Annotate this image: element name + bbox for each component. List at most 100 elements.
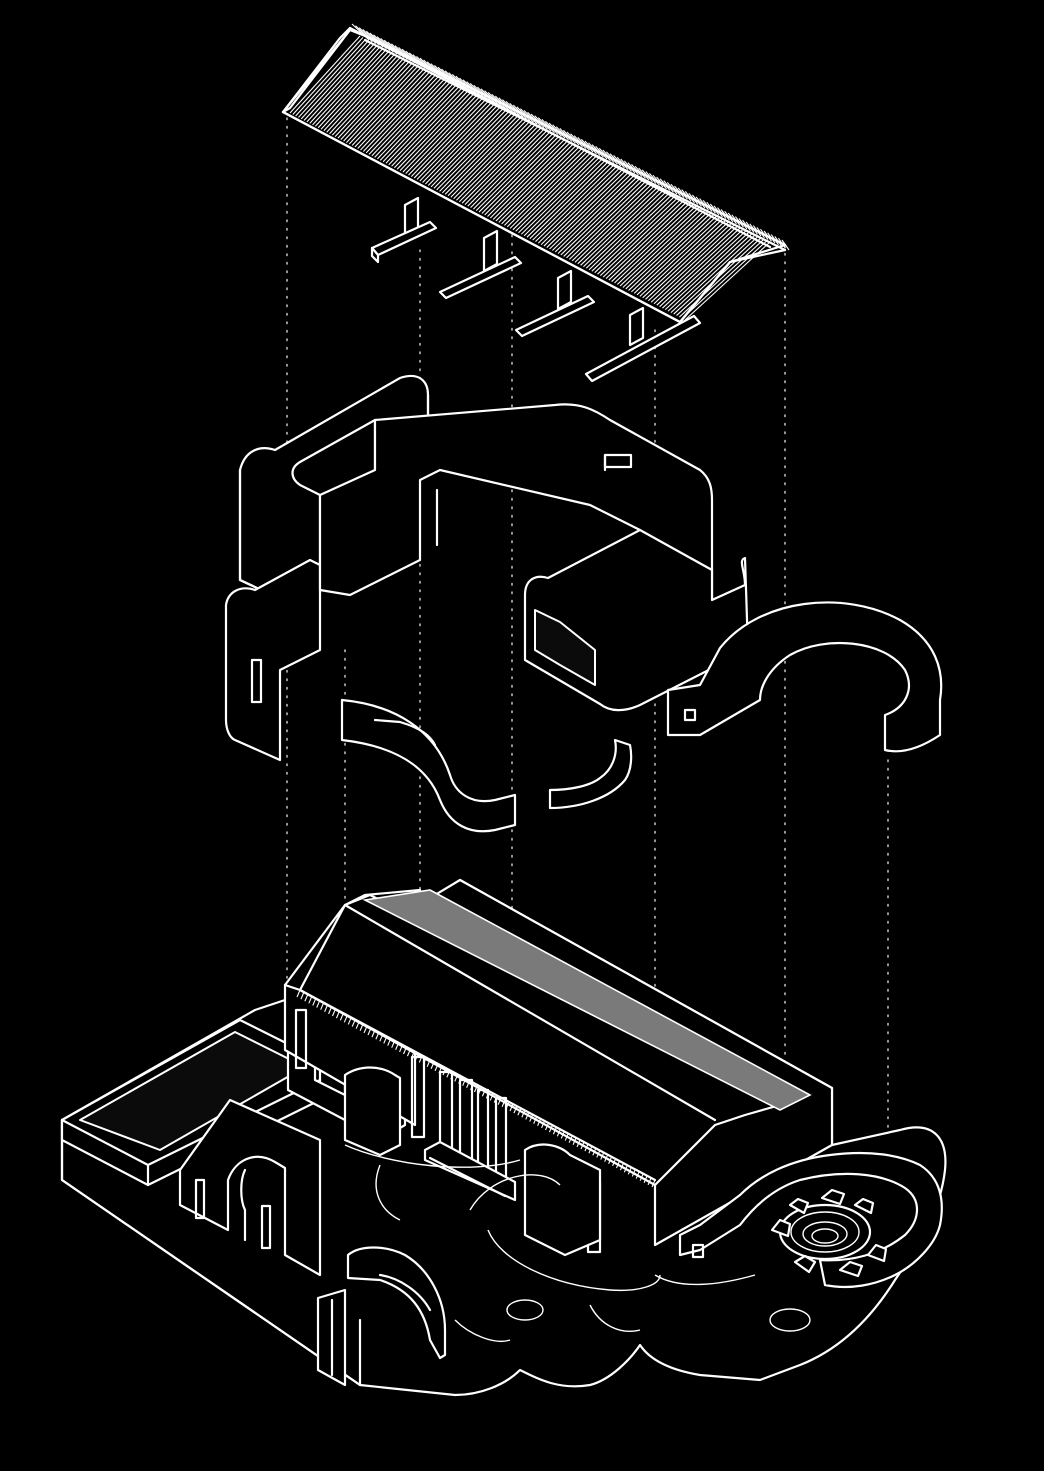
roof-ridge-rib: [598, 147, 611, 162]
roof-tile-rib: [566, 179, 648, 259]
roof-ridge-rib: [656, 176, 667, 190]
roof-ridge-rib: [523, 110, 538, 125]
eave-rib: [339, 1013, 344, 1021]
roof-ridge-rib: [620, 158, 632, 172]
roof-tile-rib: [611, 203, 695, 282]
roof-ridge-rib: [498, 97, 513, 113]
roof-ridge-rib: [742, 219, 751, 232]
roof-tile-rib: [402, 94, 478, 173]
roof-ridge-rib: [606, 151, 618, 165]
roof-tile-rib: [585, 190, 668, 269]
roof-ridge-rib: [713, 205, 723, 218]
eave-rib: [304, 994, 309, 1002]
roof-tile-rib: [436, 112, 513, 191]
roof-ridge-rib: [534, 115, 548, 130]
plan-circle: [769, 1308, 811, 1332]
roof-ridge-rib: [652, 174, 664, 188]
roof-tile-rib: [636, 216, 721, 296]
roof-ridge-rib: [520, 108, 534, 123]
roof-tile-rib: [365, 75, 440, 154]
roof-tile-rib: [608, 201, 692, 281]
roof-ridge-rib: [760, 228, 769, 240]
roof-tile-rib: [588, 191, 671, 271]
roof-tile-rib: [430, 109, 507, 188]
eave-rib: [580, 1141, 585, 1150]
roof-ridge-rib: [537, 117, 552, 132]
roof-tile-rib: [334, 59, 408, 138]
eave-rib: [647, 1177, 652, 1186]
roof-ridge-rib: [623, 160, 636, 174]
eave-rib: [525, 1112, 530, 1120]
roof-tile-rib: [320, 51, 393, 130]
roof-tile-rib: [416, 101, 493, 180]
roof-tile-rib: [580, 187, 663, 266]
roof-tile-rib: [391, 88, 466, 167]
roof-tile-rib: [453, 120, 531, 200]
roof-tile-rib: [498, 144, 578, 223]
roof-tile-rib: [393, 90, 469, 169]
roof-tile-rib: [300, 41, 373, 120]
roof-tile-rib: [433, 110, 510, 189]
roof-ridge-rib: [473, 84, 489, 100]
eave-rib: [588, 1146, 593, 1154]
roof-ridge-rib: [709, 203, 720, 216]
roof-tile-rib: [444, 116, 522, 195]
eave-rib: [639, 1173, 644, 1181]
eave-rib: [308, 996, 313, 1004]
eave-rib: [347, 1017, 352, 1025]
eave-rib: [568, 1135, 573, 1143]
eave-rib: [615, 1160, 621, 1169]
roof-tile-rib: [670, 234, 756, 314]
roof-tile-rib: [368, 76, 443, 155]
roof-tile-rib: [410, 98, 487, 177]
roof-ridge-rib: [563, 129, 576, 144]
roof-ridge-rib: [595, 146, 608, 160]
roof-tile-rib: [351, 67, 425, 146]
roof-tile-rib: [546, 169, 627, 248]
roof-ridge-rib: [681, 189, 692, 202]
roof-tile-rib: [673, 235, 759, 315]
roof-ridge-rib: [459, 77, 475, 93]
roof-tile-rib: [441, 115, 519, 194]
roof-ridge-rib: [631, 164, 643, 177]
roof-tile-rib: [647, 222, 733, 302]
roof-ridge-rib: [670, 183, 681, 197]
roof-tile-rib: [484, 137, 563, 216]
roof-ridge-rib: [724, 210, 734, 223]
roof-tile-rib: [501, 145, 581, 225]
roof-tiles: [281, 23, 790, 324]
roof-tile-rib: [374, 79, 449, 158]
eave-rib: [331, 1008, 337, 1017]
roof-ridge-rib: [717, 207, 727, 219]
eave-rib: [501, 1099, 506, 1107]
roof-tile-rib: [343, 63, 417, 142]
roof-tile-rib: [614, 204, 698, 284]
eave-rib: [592, 1148, 597, 1156]
roof-ridge-rib: [770, 234, 779, 246]
roof-tile-rib: [354, 69, 428, 148]
eave-rib: [296, 989, 301, 998]
roof-tile-rib: [518, 154, 598, 234]
roof-purlins: [370, 196, 702, 383]
roof-tile-rib: [619, 207, 704, 287]
roof-tile-rib: [489, 140, 569, 219]
roof-ridge-rib: [645, 171, 657, 184]
roof-tile-rib: [605, 200, 689, 279]
roof-ridge-rib: [613, 155, 625, 169]
roof-tile-rib: [470, 129, 548, 209]
roof-tile-rib: [532, 162, 613, 241]
roof-ridge-rib: [641, 169, 653, 183]
roof-tile-rib: [642, 219, 727, 299]
well-fountain: [770, 1188, 888, 1278]
eave-rib: [343, 1015, 348, 1023]
eave-rib: [631, 1169, 636, 1177]
roof-tile-rib: [425, 106, 501, 185]
roof-tile-rib: [523, 157, 604, 237]
roof-tile-rib: [557, 175, 639, 254]
roof-tile-rib: [664, 231, 750, 311]
eave-rib: [406, 1048, 411, 1057]
roof-tile-rib: [458, 123, 537, 203]
roof-tile-rib: [535, 163, 616, 243]
eave-rib: [635, 1171, 640, 1179]
